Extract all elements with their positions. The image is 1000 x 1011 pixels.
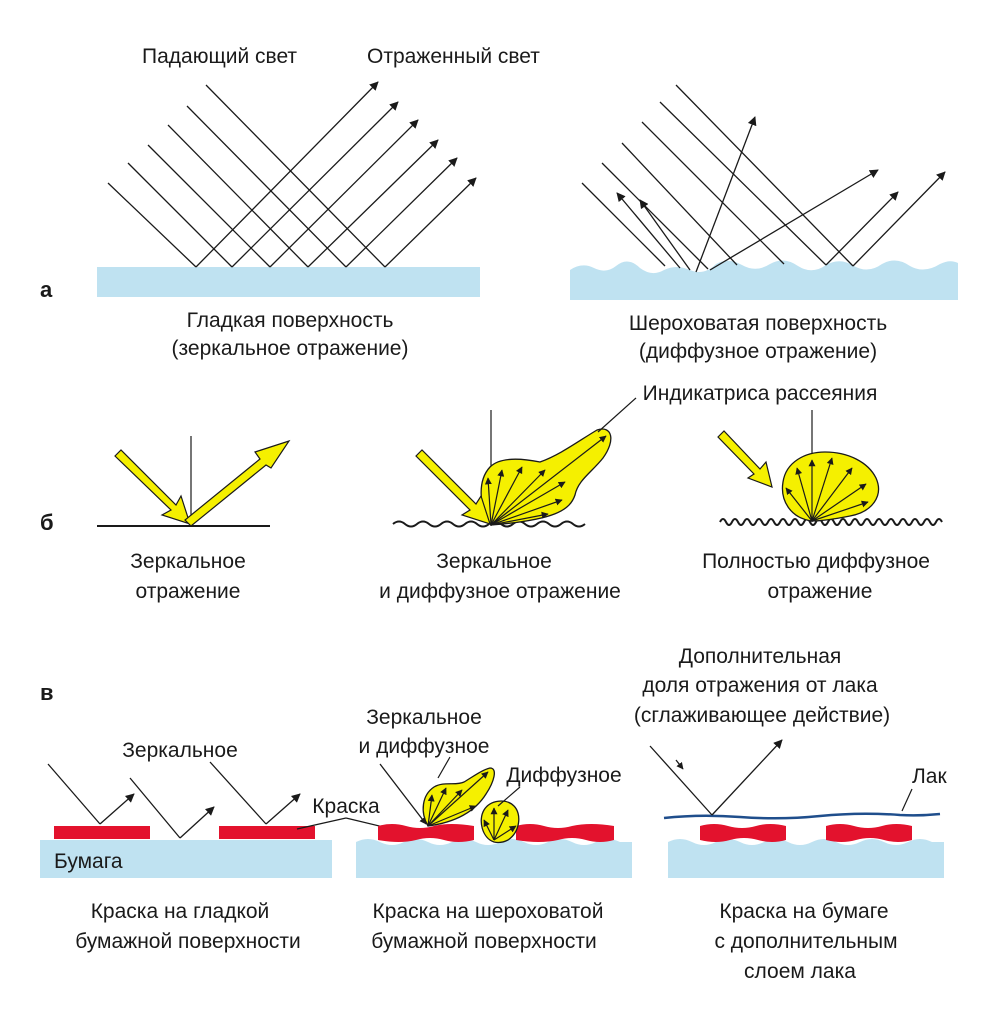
mirror-caption-1: Зеркальное	[130, 550, 246, 573]
ink-leader-line	[296, 817, 347, 830]
smooth-surface-caption-2: (зеркальное отражение)	[172, 337, 409, 360]
ink-label: Краска	[312, 795, 380, 818]
varnished-paper-caption-1: Краска на бумаге	[719, 900, 888, 923]
mixed-label-2: и диффузное	[359, 735, 490, 758]
rough-paper-panel: Зеркальное и диффузное Диффузное Краска …	[356, 706, 632, 953]
paper-layer	[40, 840, 332, 878]
smooth-paper-caption-2: бумажной поверхности	[75, 930, 301, 953]
diffuse-leader-line	[497, 786, 521, 807]
ink-layer	[54, 826, 150, 839]
reflected-beam-arrow	[184, 439, 291, 527]
rough-surface-caption-2: (диффузное отражение)	[639, 340, 877, 363]
varnished-paper-caption-3: слоем лака	[744, 960, 856, 983]
indicatrix-rays	[484, 435, 607, 526]
specular-label: Зеркальное	[122, 739, 238, 762]
incident-beam-arrow	[415, 449, 491, 525]
smooth-paper-caption-1: Краска на гладкой	[91, 900, 270, 923]
mixed-caption-2: и диффузное отражение	[379, 580, 621, 603]
varnish-label: Лак	[912, 765, 947, 788]
section-b-letter: б	[40, 510, 54, 535]
reflected-light-label: Отраженный свет	[367, 45, 540, 68]
varnish-reflection-label-1: Дополнительная	[679, 645, 842, 668]
diffuse-indicatrix-lobe	[781, 451, 880, 522]
scattering-indicatrix-lobe	[480, 428, 612, 526]
reflected-rays	[195, 81, 477, 268]
rough-paper-caption-1: Краска на шероховатой	[373, 900, 604, 923]
incident-light-label: Падающий свет	[142, 45, 297, 68]
incident-rays	[107, 84, 386, 268]
ink-layer	[378, 824, 474, 842]
ink-layer	[219, 826, 315, 839]
smooth-surface	[97, 267, 480, 297]
smooth-paper-panel: Зеркальное Бумага Краска на гладкой бума…	[40, 739, 332, 953]
varnish-reflection-label-3: (сглаживающее действие)	[634, 704, 890, 727]
paper-label: Бумага	[54, 850, 123, 873]
indicatrix-label: Индикатриса рассеяния	[643, 382, 878, 405]
varnished-paper-caption-2: с дополнительным	[714, 930, 897, 953]
rough-paper-caption-2: бумажной поверхности	[371, 930, 597, 953]
ink-layer	[700, 824, 786, 842]
diffuse-label: Диффузное	[506, 764, 621, 787]
varnish-reflection-label-2: доля отражения от лака	[642, 674, 878, 697]
diffuse-caption-1: Полностью диффузное	[702, 550, 930, 573]
varnish-layer	[663, 812, 941, 820]
scattered-rays	[616, 116, 946, 273]
rough-paper-layer	[668, 839, 944, 878]
mixed-leader-line	[437, 756, 451, 779]
mirror-caption-2: отражение	[136, 580, 241, 603]
mixed-indicatrix-rays	[427, 771, 489, 827]
mirror-reflection-panel: Зеркальное отражение	[97, 436, 291, 603]
ink-layer	[826, 824, 912, 842]
varnished-paper-panel: Дополнительная доля отражения от лака (с…	[634, 645, 948, 983]
diffuse-caption-2: отражение	[768, 580, 873, 603]
rough-surface	[570, 260, 958, 300]
mixed-caption-1: Зеркальное	[436, 550, 552, 573]
rough-surface-panel: Шероховатая поверхность (диффузное отраж…	[570, 84, 958, 363]
mixed-reflection-panel: Индикатриса рассеяния Зеркальное и диффу…	[379, 382, 877, 603]
mixed-label-1: Зеркальное	[366, 706, 482, 729]
diffuse-indicatrix-rays	[483, 807, 517, 841]
indicatrix-leader-line	[597, 397, 637, 433]
incident-beam-arrow	[114, 449, 191, 525]
section-c-letter: в	[40, 680, 54, 705]
rough-paper-layer	[356, 839, 632, 878]
section-a-letter: а	[40, 277, 53, 302]
rough-surface-caption-1: Шероховатая поверхность	[629, 312, 887, 335]
incident-beam-arrow	[717, 430, 773, 488]
ink-layer	[516, 824, 614, 842]
diffuse-reflection-panel: Полностью диффузное отражение	[702, 410, 943, 603]
diffuse-indicatrix-rays	[785, 457, 869, 522]
smooth-surface-panel: Падающий свет Отраженный свет Гладкая по…	[97, 45, 540, 360]
smooth-surface-caption-1: Гладкая поверхность	[187, 309, 394, 332]
varnish-leader-line	[901, 788, 913, 812]
rough-incident-rays	[581, 84, 854, 270]
